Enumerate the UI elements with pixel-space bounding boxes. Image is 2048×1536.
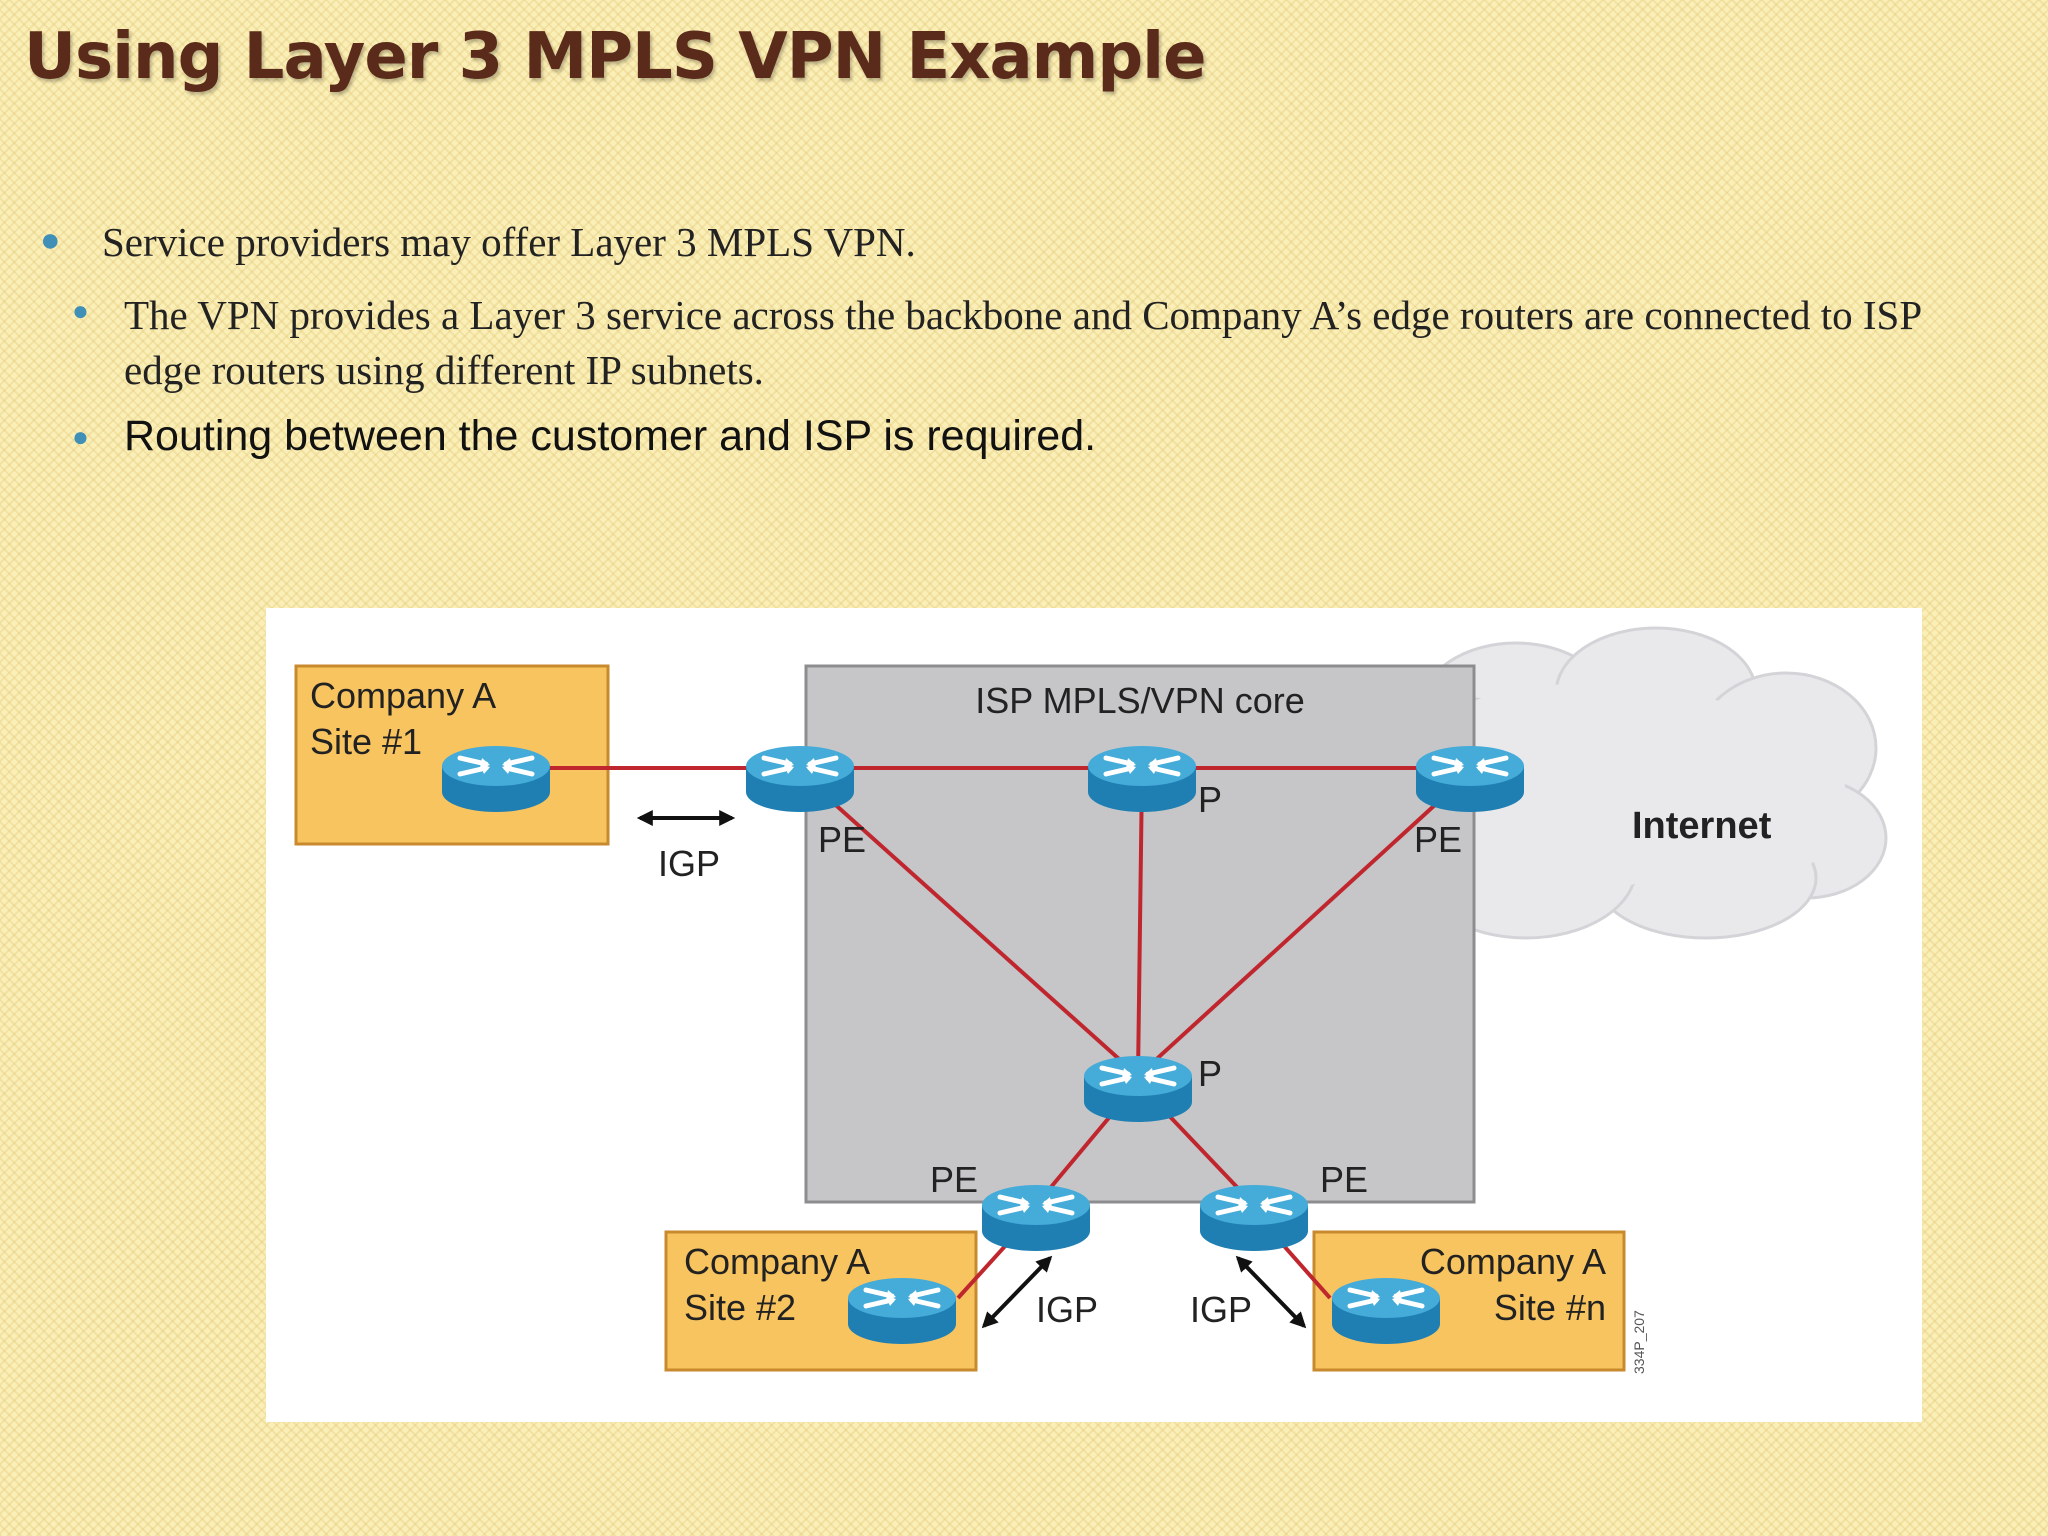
p-center-label: P <box>1198 1053 1222 1094</box>
bullet-item-2: The VPN provides a Layer 3 service acros… <box>124 292 1921 393</box>
internet-label: Internet <box>1632 805 1772 847</box>
p-top-label: P <box>1198 779 1222 820</box>
pe-top-left-label: PE <box>818 819 866 860</box>
router-p-center <box>1084 1056 1192 1122</box>
router-site-1-ce <box>442 746 550 812</box>
diagram-svg: Internet ISP MPLS/VPN core Company A Sit… <box>294 626 1888 1374</box>
router-site-n-ce <box>1332 1278 1440 1344</box>
bullet-item-1: Service providers may offer Layer 3 MPLS… <box>102 219 916 265</box>
bullet-dot: ● <box>72 422 89 453</box>
pe-bottom-left-label: PE <box>930 1159 978 1200</box>
router-pe-top-right <box>1416 746 1524 812</box>
pe-bottom-right-label: PE <box>1320 1159 1368 1200</box>
slide-title: Using Layer 3 MPLS VPN Example <box>24 20 1206 94</box>
router-p-top <box>1088 746 1196 812</box>
router-pe-bottom-left <box>982 1185 1090 1251</box>
mpls-vpn-diagram: Internet ISP MPLS/VPN core Company A Sit… <box>266 608 1922 1422</box>
router-site-2-ce <box>848 1278 956 1344</box>
bullet-dot: ● <box>40 222 61 259</box>
isp-core-label: ISP MPLS/VPN core <box>975 680 1304 721</box>
igp-label-site-n: IGP <box>1190 1289 1252 1330</box>
site-n-label-line2: Site #n <box>1494 1287 1606 1328</box>
figure-id: 334P_207 <box>1631 1310 1647 1374</box>
site-1-label-line2: Site #1 <box>310 721 422 762</box>
router-pe-top-left <box>746 746 854 812</box>
site-1-label-line1: Company A <box>310 675 496 716</box>
bullet-item-3: Routing between the customer and ISP is … <box>124 412 1097 460</box>
site-2-label-line1: Company A <box>684 1241 870 1282</box>
bullet-dot: ● <box>72 296 89 327</box>
igp-label-site-2: IGP <box>1036 1289 1098 1330</box>
pe-top-right-label: PE <box>1414 819 1462 860</box>
router-pe-bottom-right <box>1200 1185 1308 1251</box>
igp-label-site-1: IGP <box>658 843 720 884</box>
igp-arrow-site-2 <box>981 1255 1053 1329</box>
site-2-label-line2: Site #2 <box>684 1287 796 1328</box>
site-n-label-line1: Company A <box>1420 1241 1606 1282</box>
igp-arrow-site-n <box>1235 1255 1307 1329</box>
